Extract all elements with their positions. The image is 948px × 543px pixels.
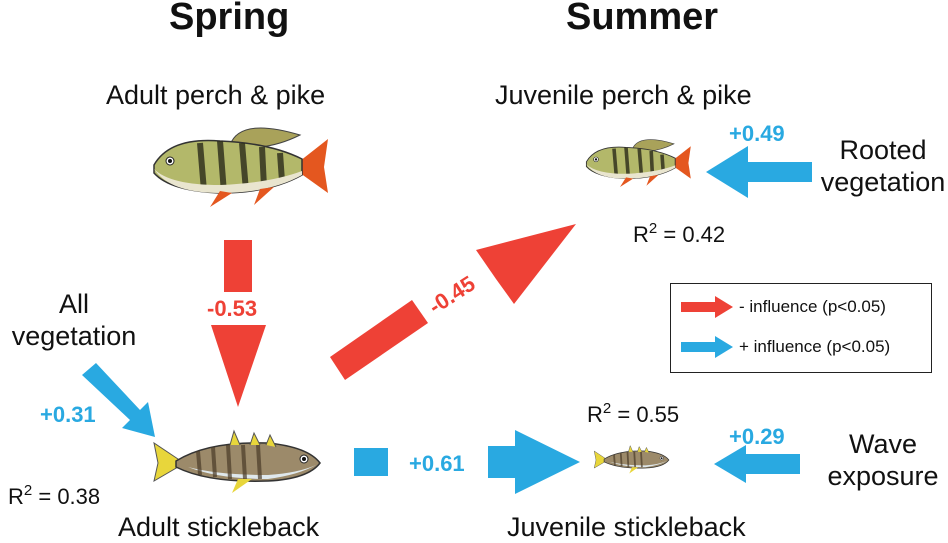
arrow-all-vegetation-to-adult-stickleback (82, 363, 155, 437)
coefficient-rooted-vegetation-to-juvenile-perch: +0.49 (729, 121, 785, 146)
node-label-juvenile-stickleback: Juvenile stickleback (507, 512, 746, 542)
node-label-all-vegetation-line1: All (58, 289, 89, 319)
r-squared-juvenile-stickleback: R2 = 0.55 (587, 400, 680, 427)
r-squared-juvenile-perch-pike: R2 = 0.42 (633, 220, 726, 247)
coefficient-adult-perch-to-adult-stickleback: -0.53 (207, 296, 258, 321)
arrow-rooted-vegetation-to-juvenile-perch (706, 146, 812, 198)
node-label-wave-exposure-line2: exposure (827, 461, 939, 491)
arrow-adult-stickleback-to-juvenile-stickleback (354, 430, 580, 494)
red-arrow-icon (681, 296, 733, 318)
stickleback-fish-icon (152, 429, 322, 495)
legend-label-negative: - influence (p<0.05) (739, 297, 886, 316)
arrow-adult-stickleback-to-juvenile-perch (330, 224, 576, 380)
perch-fish-icon (584, 137, 693, 189)
season-heading-spring: Spring (169, 0, 290, 38)
node-label-rooted-vegetation-line2: vegetation (820, 167, 946, 197)
node-label-rooted-vegetation-line1: Rooted (839, 135, 927, 165)
node-label-all-vegetation-line2: vegetation (11, 321, 137, 351)
r-squared-adult-stickleback: R2 = 0.38 (8, 482, 101, 509)
season-heading-summer: Summer (566, 0, 719, 38)
node-label-wave-exposure: Wave exposure (818, 428, 948, 492)
node-label-wave-exposure-line1: Wave (848, 429, 917, 459)
legend-item-negative: - influence (p<0.05) (681, 294, 886, 320)
perch-fish-icon (154, 128, 328, 207)
coefficient-adult-stickleback-to-juvenile-stickleback: +0.61 (409, 451, 465, 476)
arrow-wave-exposure-to-juvenile-stickleback (714, 445, 800, 483)
node-label-all-vegetation: All vegetation (0, 288, 148, 352)
arrow-adult-perch-to-adult-stickleback (211, 240, 266, 407)
node-label-juvenile-perch-pike: Juvenile perch & pike (495, 80, 752, 110)
coefficient-wave-exposure-to-juvenile-stickleback: +0.29 (729, 424, 785, 449)
node-label-adult-stickleback: Adult stickleback (118, 512, 320, 542)
legend-label-positive: + influence (p<0.05) (739, 337, 891, 356)
node-label-rooted-vegetation: Rooted vegetation (818, 134, 948, 198)
legend-item-positive: + influence (p<0.05) (681, 334, 890, 360)
legend: - influence (p<0.05) + influence (p<0.05… (670, 283, 932, 373)
stickleback-fish-icon (593, 444, 670, 475)
blue-arrow-icon (681, 336, 733, 358)
node-label-adult-perch-pike: Adult perch & pike (106, 80, 326, 110)
coefficient-all-vegetation-to-adult-stickleback: +0.31 (40, 402, 96, 427)
